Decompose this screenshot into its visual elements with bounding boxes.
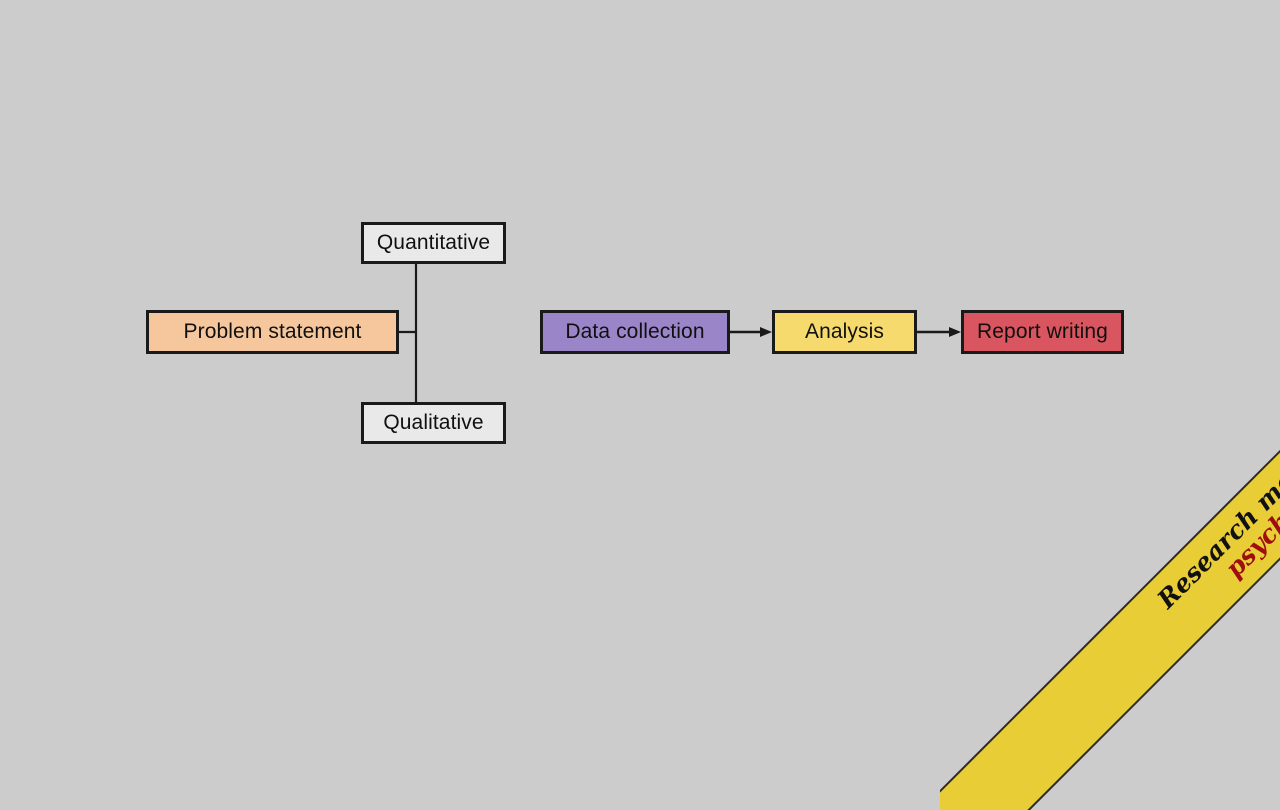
- node-qualitative-label: Qualitative: [383, 411, 484, 434]
- watermark-text: Research methods for psychotherapists: [1151, 380, 1280, 632]
- node-qualitative[interactable]: Qualitative: [361, 402, 506, 444]
- node-problem-statement[interactable]: Problem statement: [146, 310, 399, 354]
- watermark-line-1: Research methods for: [1151, 380, 1280, 614]
- node-data-collection[interactable]: Data collection: [540, 310, 730, 354]
- watermark-band: Research methods for psychotherapists: [940, 380, 1280, 810]
- diagram-canvas: Quantitative Qualitative Problem stateme…: [146, 222, 1280, 810]
- node-analysis[interactable]: Analysis: [772, 310, 917, 354]
- watermark-banner: Research methods for psychotherapists: [940, 380, 1280, 810]
- arrowhead-data-collection-to-analysis: [760, 327, 772, 337]
- node-data-collection-label: Data collection: [565, 320, 705, 343]
- node-quantitative-label: Quantitative: [376, 231, 491, 254]
- node-problem-statement-label: Problem statement: [183, 320, 362, 343]
- connector-layer: [399, 264, 961, 403]
- node-analysis-label: Analysis: [805, 320, 884, 343]
- arrowhead-analysis-to-report-writing: [949, 327, 961, 337]
- node-report-writing[interactable]: Report writing: [961, 310, 1124, 354]
- node-report-writing-label: Report writing: [977, 320, 1108, 343]
- watermark-line-2: psychotherapists: [1219, 394, 1280, 584]
- node-quantitative[interactable]: Quantitative: [361, 222, 506, 264]
